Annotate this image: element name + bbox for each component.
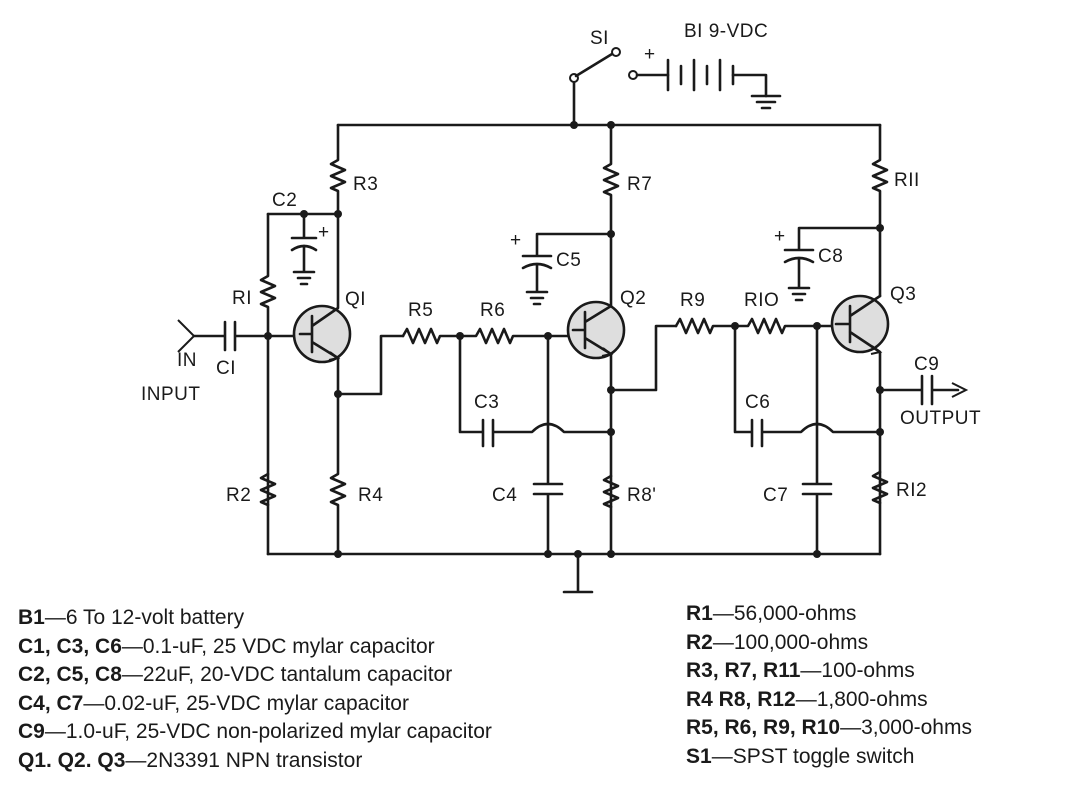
r1-label: RI [232, 288, 252, 309]
s1-label: SI [590, 28, 609, 49]
c5-plus: + [510, 230, 522, 251]
r12-label: RI2 [896, 480, 927, 501]
r3-label: R3 [353, 174, 378, 195]
battery-plus-label: + [644, 44, 656, 65]
r4-label: R4 [358, 485, 383, 506]
stage-1: R3 + C2 RI IN CI INPUT QI R4 R2 [141, 123, 405, 556]
c1-label: CI [216, 358, 236, 379]
ground-rail [266, 550, 882, 594]
q1-label: QI [345, 289, 366, 310]
stage-3: R9 RIO C6 C7 RII + C8 Q3 C9 OUTPUT RI2 [674, 123, 981, 556]
output-label: OUTPUT [900, 408, 981, 429]
r6-label: R6 [480, 300, 505, 321]
b1-label: BI 9-VDC [684, 21, 768, 42]
r9-label: R9 [680, 290, 705, 311]
c8-plus: + [774, 226, 786, 247]
parts-row: C2, C5, C8—22uF, 20-VDC tantalum capacit… [18, 663, 453, 686]
stage-2: R5 R6 C3 C4 R7 + C5 Q2 R8' [401, 123, 678, 556]
c6-label: C6 [745, 392, 770, 413]
r5-label: R5 [408, 300, 433, 321]
r7-label: R7 [627, 174, 652, 195]
parts-row: C4, C7—0.02-uF, 25-VDC mylar capacitor [18, 691, 409, 715]
q3-label: Q3 [890, 284, 916, 305]
parts-row: R3, R7, R11—100-ohms [686, 659, 915, 682]
r2-label: R2 [226, 485, 251, 506]
c2-label: C2 [272, 190, 297, 211]
c5-label: C5 [556, 250, 581, 271]
r8-label: R8' [627, 485, 656, 506]
q2-label: Q2 [620, 288, 646, 309]
c8-label: C8 [818, 246, 843, 267]
in-label: IN [177, 350, 197, 371]
parts-row: B1—6 To 12-volt battery [18, 606, 245, 629]
parts-row: R4 R8, R12—1,800-ohms [686, 687, 928, 711]
parts-row: R1—56,000-ohms [686, 602, 857, 625]
c2-plus: + [318, 222, 330, 243]
c9-label: C9 [914, 354, 939, 375]
c3-label: C3 [474, 392, 499, 413]
c4-label: C4 [492, 485, 517, 506]
parts-row: R5, R6, R9, R10—3,000-ohms [686, 716, 972, 739]
amplifier-schematic: + SI BI 9-VDC R3 + C2 RI IN CI INPUT QI [141, 21, 981, 594]
parts-list-left: B1—6 To 12-volt battery C1, C3, C6—0.1-u… [18, 604, 492, 775]
parts-row: Q1. Q2. Q3—2N3391 NPN transistor [18, 748, 363, 772]
supply-section: + SI BI 9-VDC [336, 21, 882, 129]
parts-list-right: R1—56,000-ohms R2—100,000-ohms R3, R7, R… [686, 600, 972, 771]
parts-row: C9—1.0-uF, 25-VDC non-polarized mylar ca… [18, 720, 492, 743]
r10-label: RIO [744, 290, 779, 311]
input-label: INPUT [141, 384, 201, 405]
r11-label: RII [894, 170, 920, 191]
parts-row: C1, C3, C6—0.1-uF, 25 VDC mylar capacito… [18, 634, 435, 658]
parts-row: R2—100,000-ohms [686, 630, 869, 654]
parts-row: S1—SPST toggle switch [686, 744, 915, 768]
c7-label: C7 [763, 485, 788, 506]
